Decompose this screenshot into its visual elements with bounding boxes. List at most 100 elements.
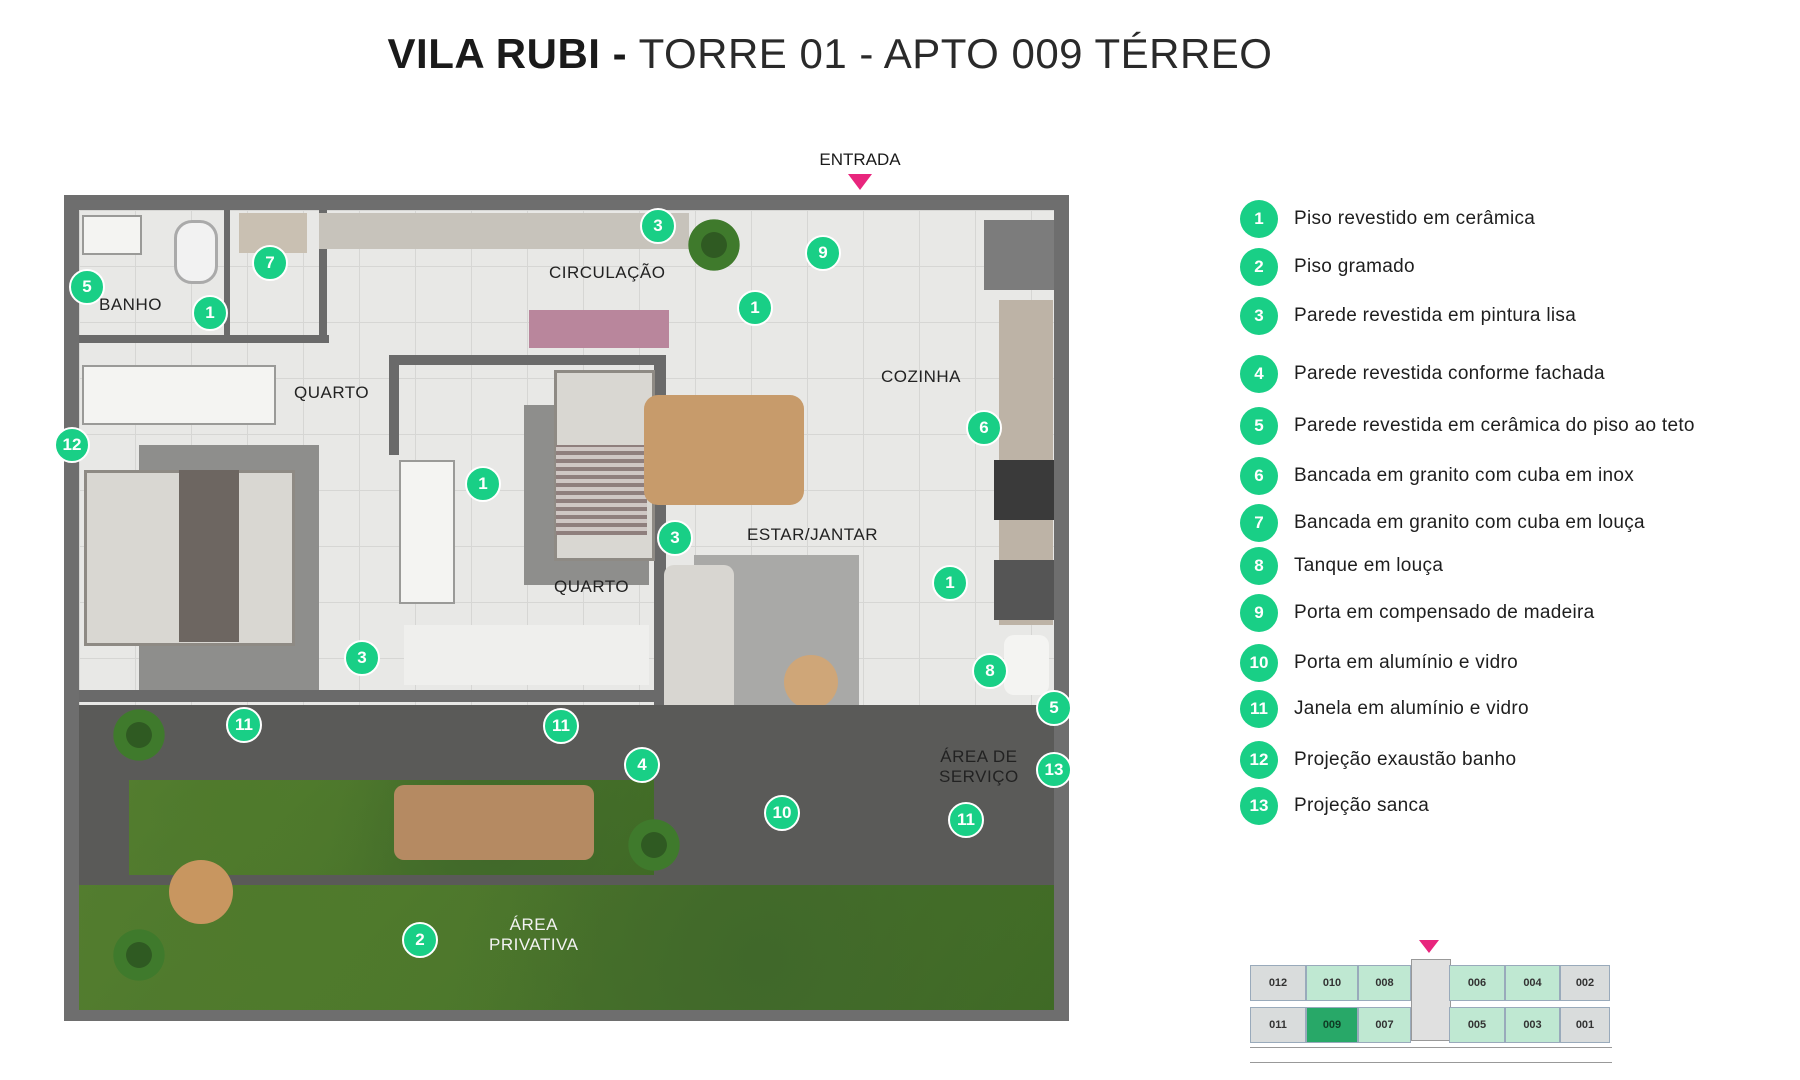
legend-item: 1 Piso revestido em cerâmica (1240, 200, 1760, 238)
room-label-privativa: ÁREA PRIVATIVA (489, 915, 579, 954)
marker-1: 1 (465, 466, 501, 502)
entrance-arrow-icon (848, 174, 872, 190)
legend-text: Porta em compensado de madeira (1294, 602, 1595, 623)
legend-text: Bancada em granito com cuba em louça (1294, 512, 1645, 533)
legend-marker: 1 (1240, 200, 1278, 238)
keyplan-unit: 001 (1560, 1007, 1610, 1043)
legend-text: Piso gramado (1294, 256, 1415, 277)
legend-item: 6 Bancada em granito com cuba em inox (1240, 457, 1760, 495)
lawn (79, 885, 1054, 1010)
keyplan-unit: 010 (1306, 965, 1358, 1001)
cooktop (994, 460, 1054, 520)
legend-item: 11 Janela em alumínio e vidro (1240, 690, 1760, 728)
legend-text: Parede revestida em pintura lisa (1294, 305, 1577, 326)
wall (79, 335, 329, 343)
room-label-estar: ESTAR/JANTAR (747, 525, 878, 544)
marker-11: 11 (226, 707, 262, 743)
marker-11: 11 (543, 708, 579, 744)
legend-text: Tanque em louça (1294, 555, 1444, 576)
legend-marker: 13 (1240, 787, 1278, 825)
legend-item: 13 Projeção sanca (1240, 787, 1760, 825)
marker-5: 5 (69, 269, 105, 305)
outdoor-sofa (394, 785, 594, 860)
marker-1: 1 (737, 290, 773, 326)
legend-marker: 10 (1240, 644, 1278, 682)
marker-12: 12 (54, 427, 90, 463)
keyplan-unit: 011 (1250, 1007, 1306, 1043)
headboard (529, 310, 669, 348)
room-label-banho: BANHO (99, 295, 162, 314)
room-label-servico: ÁREA DE SERVIÇO (939, 747, 1019, 786)
room-label-circulacao: CIRCULAÇÃO (549, 263, 666, 282)
title-bold: VILA RUBI - (387, 30, 628, 77)
legend-marker: 5 (1240, 407, 1278, 445)
entrance-label: ENTRADA (819, 150, 901, 169)
keyplan-unit: 005 (1449, 1007, 1505, 1043)
keyplan-unit: 003 (1505, 1007, 1560, 1043)
marker-3: 3 (657, 520, 693, 556)
legend-marker: 3 (1240, 297, 1278, 335)
desk (404, 625, 649, 685)
legend-marker: 7 (1240, 504, 1278, 542)
legend-marker: 11 (1240, 690, 1278, 728)
marker-7: 7 (252, 245, 288, 281)
plant-icon (109, 705, 169, 765)
keyplan-unit: 002 (1560, 965, 1610, 1001)
legend-item: 4 Parede revestida conforme fachada (1240, 355, 1760, 393)
legend-marker: 6 (1240, 457, 1278, 495)
legend-item: 3 Parede revestida em pintura lisa (1240, 297, 1760, 335)
keyplan-base (1250, 1047, 1612, 1063)
keyplan-core (1411, 959, 1451, 1041)
marker-9: 9 (805, 235, 841, 271)
marker-13: 13 (1036, 752, 1072, 788)
page-title: VILA RUBI - TORRE 01 - APTO 009 TÉRREO (0, 30, 1660, 78)
plant-icon (684, 215, 744, 275)
plant-icon (624, 815, 684, 875)
marker-6: 6 (966, 410, 1002, 446)
plant-icon (109, 925, 169, 985)
key-plan: 012 010 008 006 004 002 011 009 007 005 … (1250, 940, 1612, 1065)
floor-plan: BANHO CIRCULAÇÃO QUARTO QUARTO COZINHA E… (54, 195, 1072, 1021)
keyplan-unit: 004 (1505, 965, 1560, 1001)
legend-text: Parede revestida em cerâmica do piso ao … (1294, 415, 1695, 436)
marker-11: 11 (948, 802, 984, 838)
marker-5: 5 (1036, 690, 1072, 726)
entrance: ENTRADA (800, 150, 920, 190)
room-label-quarto1: QUARTO (294, 383, 370, 402)
keyplan-unit: 007 (1358, 1007, 1411, 1043)
marker-3: 3 (344, 640, 380, 676)
keyplan-entrance-arrow-icon (1419, 940, 1439, 953)
bed-blanket (179, 470, 239, 642)
legend-text: Parede revestida conforme fachada (1294, 363, 1605, 384)
marker-8: 8 (972, 653, 1008, 689)
wall (389, 355, 664, 365)
marker-4: 4 (624, 747, 660, 783)
fridge (984, 220, 1054, 290)
laundry-sink (1004, 635, 1049, 695)
legend-item: 2 Piso gramado (1240, 248, 1760, 286)
legend-text: Bancada em granito com cuba em inox (1294, 465, 1635, 486)
bathroom-shower (82, 215, 142, 255)
marker-3: 3 (640, 208, 676, 244)
marker-10: 10 (764, 795, 800, 831)
legend-marker: 4 (1240, 355, 1278, 393)
legend-marker: 2 (1240, 248, 1278, 286)
wall (224, 210, 230, 340)
legend-item: 8 Tanque em louça (1240, 547, 1760, 585)
keyplan-unit: 008 (1358, 965, 1411, 1001)
legend-marker: 8 (1240, 547, 1278, 585)
wall (389, 355, 399, 455)
marker-2: 2 (402, 922, 438, 958)
legend-text: Janela em alumínio e vidro (1294, 698, 1529, 719)
dining-table (644, 395, 804, 505)
keyplan-unit: 006 (1449, 965, 1505, 1001)
legend-text: Projeção sanca (1294, 795, 1430, 816)
coffee-table (784, 655, 838, 709)
legend-text: Piso revestido em cerâmica (1294, 208, 1536, 229)
top-counter (319, 213, 689, 249)
legend-item: 7 Bancada em granito com cuba em louça (1240, 504, 1760, 542)
keyplan-unit: 012 (1250, 965, 1306, 1001)
